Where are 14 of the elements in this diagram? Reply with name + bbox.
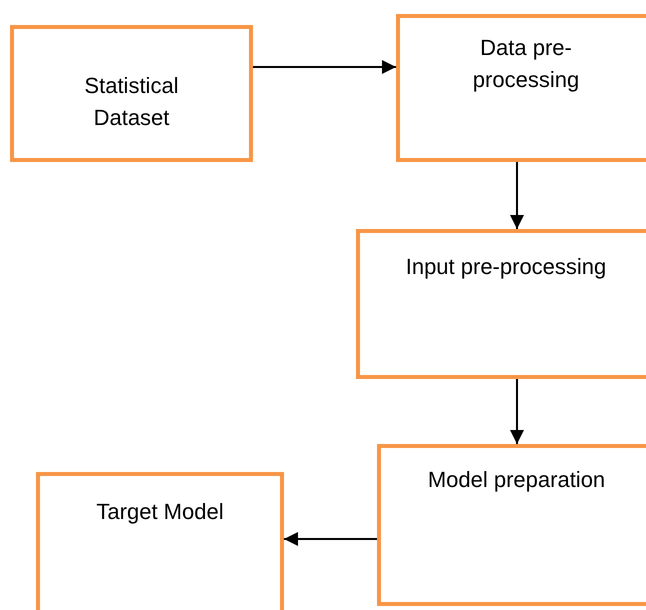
arrow bbox=[510, 162, 524, 229]
arrow bbox=[284, 532, 377, 546]
box-label: Statistical Dataset bbox=[83, 72, 180, 132]
process-box bbox=[396, 14, 646, 162]
box-label: Target Model bbox=[96, 498, 224, 526]
process-box bbox=[356, 229, 646, 379]
process-box bbox=[36, 472, 284, 610]
arrow bbox=[253, 60, 396, 74]
box-label: Model preparation bbox=[428, 466, 606, 494]
arrow bbox=[510, 379, 524, 444]
process-box bbox=[10, 25, 253, 162]
box-label: Data pre-processing bbox=[472, 34, 580, 94]
box-label: Input pre-processing bbox=[406, 253, 606, 281]
process-box bbox=[377, 444, 646, 606]
